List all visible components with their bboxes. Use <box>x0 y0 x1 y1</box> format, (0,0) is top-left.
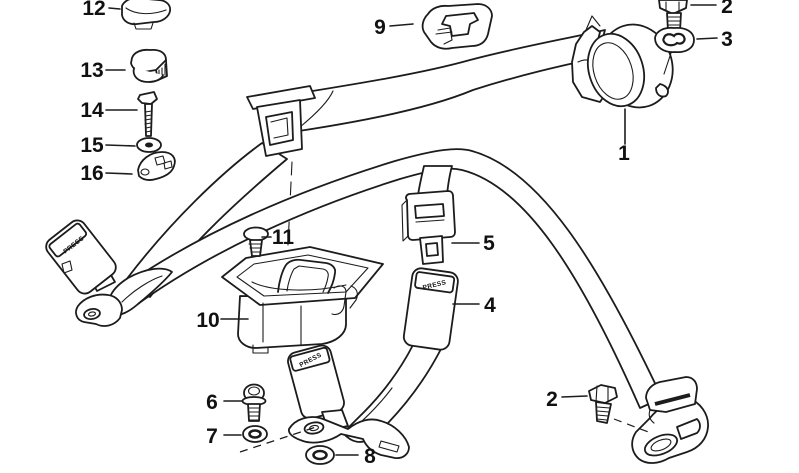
callout-1: 1 <box>618 142 630 165</box>
lower-buckle-assembly: PRESS <box>287 344 410 460</box>
belt-webbing-lap-arc <box>117 148 663 409</box>
buckle-part-4: PRESS <box>342 267 459 443</box>
callout-10: 10 <box>196 309 219 332</box>
washer-part-3 <box>654 26 695 75</box>
callout-3: 3 <box>721 28 733 51</box>
callout-4: 4 <box>484 294 496 317</box>
spacer-block-part-13 <box>130 48 168 83</box>
alignment-line-bolt2-anchor <box>613 418 652 434</box>
callout-5: 5 <box>483 232 495 255</box>
rivet-part-11 <box>243 226 269 257</box>
belt-guide-loop <box>246 85 316 157</box>
washer-part-15 <box>136 137 162 153</box>
right-anchor-fitting <box>631 376 709 464</box>
belt-guide-clip-part-9 <box>421 3 493 50</box>
callout-11: 11 <box>272 226 295 249</box>
bolt-part-2-bottom <box>588 384 618 424</box>
callout-2-bottom: 2 <box>546 388 558 411</box>
anchor-plate-part-16 <box>137 151 176 181</box>
bolt-part-14 <box>137 91 158 137</box>
washer-part-8 <box>305 445 335 465</box>
screw-part-6 <box>241 383 267 422</box>
callout-16: 16 <box>80 162 103 185</box>
left-buckle: PRESS <box>45 219 117 295</box>
leader-lines <box>105 4 718 456</box>
callout-13: 13 <box>80 59 103 82</box>
cover-cap-part-12 <box>121 0 171 30</box>
washer-part-7 <box>242 425 268 443</box>
callout-7: 7 <box>206 425 218 448</box>
bolt-part-2-top <box>658 0 688 32</box>
callout-14: 14 <box>80 99 104 122</box>
callout-8: 8 <box>364 445 376 468</box>
retractor-assembly <box>571 15 674 109</box>
callout-2-top: 2 <box>721 0 733 18</box>
callout-9: 9 <box>374 16 386 39</box>
stowage-tray <box>221 246 384 354</box>
callout-12: 12 <box>82 0 105 20</box>
left-anchor-bracket <box>75 267 173 327</box>
callout-15: 15 <box>80 134 104 157</box>
belt-tongue <box>401 165 456 265</box>
callout-labels: 12 13 14 15 16 9 2 3 1 11 10 5 4 6 7 8 2 <box>80 0 733 468</box>
callout-6: 6 <box>206 391 218 414</box>
